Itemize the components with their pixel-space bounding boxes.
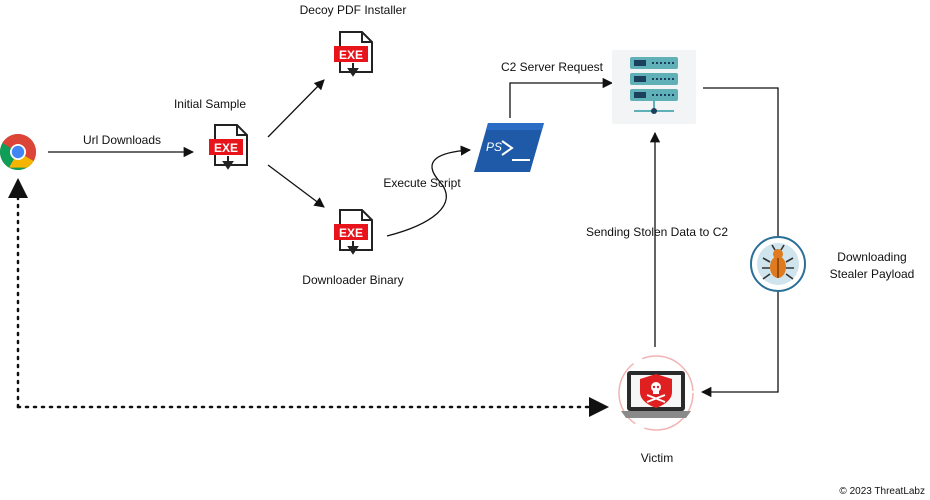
downloading-label-line2: Stealer Payload (830, 267, 915, 281)
exe-badge-text: EXE (339, 48, 363, 62)
edge-to-decoy (267, 79, 325, 138)
powershell-icon: PS (474, 123, 544, 172)
bug-icon (750, 236, 806, 292)
initial-sample-node: Initial Sample EXE (174, 97, 248, 169)
stolen-data-label: Sending Stolen Data to C2 (586, 225, 728, 239)
server-icon (612, 50, 696, 124)
infected-laptop-icon (618, 355, 694, 431)
edge-to-downloader (267, 164, 325, 208)
chrome-icon (0, 134, 37, 171)
decoy-node: Decoy PDF Installer EXE (300, 3, 407, 76)
initial-sample-label: Initial Sample (174, 97, 246, 111)
url-downloads-label: Url Downloads (83, 133, 161, 147)
decoy-label: Decoy PDF Installer (300, 3, 407, 17)
exe-badge-text: EXE (339, 226, 363, 240)
edge-c2-request (509, 77, 614, 118)
victim-label: Victim (641, 451, 673, 465)
downloader-label: Downloader Binary (302, 273, 403, 287)
exe-file-icon: EXE (208, 124, 248, 169)
exe-file-icon: EXE (333, 209, 373, 254)
exe-file-icon: EXE (333, 31, 373, 76)
copyright-text: © 2023 ThreatLabz (839, 486, 925, 497)
downloading-label-line1: Downloading (837, 250, 906, 264)
exe-badge-text: EXE (214, 141, 238, 155)
powershell-prompt: PS (486, 140, 502, 154)
edge-server-to-stealer (703, 87, 779, 237)
execute-script-label: Execute Script (383, 176, 461, 190)
edge-execute-script (386, 145, 472, 237)
c2-request-label: C2 Server Request (501, 60, 604, 74)
downloader-node: EXE Downloader Binary (302, 209, 404, 287)
edge-downloading-payload (700, 291, 779, 398)
